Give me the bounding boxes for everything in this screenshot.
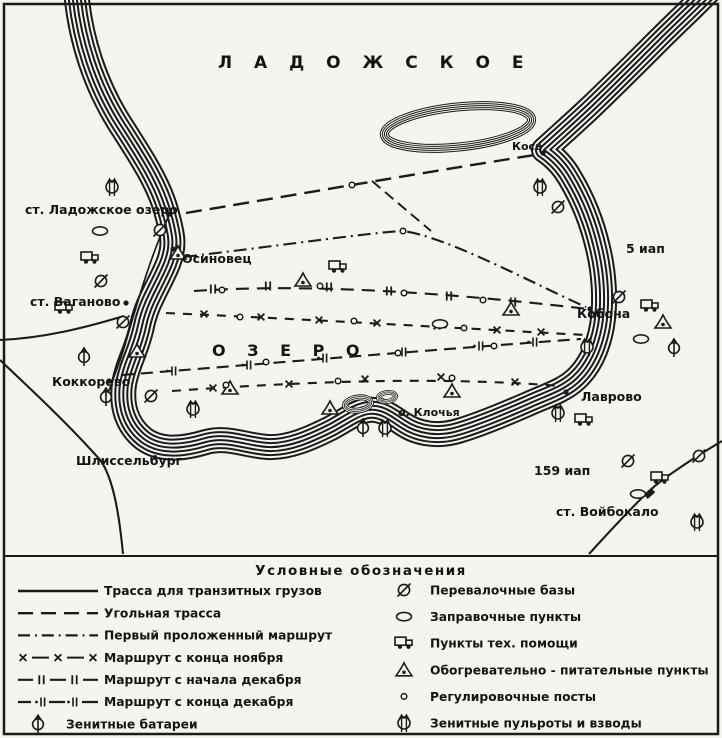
- legend: Условные обозначения Трасса для транзитн…: [4, 555, 718, 735]
- label-iap159: 159 иап: [534, 463, 590, 478]
- transit-road-west: [0, 314, 125, 342]
- place-label-st-voibokalo: ст. Войбокало: [556, 504, 659, 519]
- legend-label-dash: Угольная трасса: [104, 606, 221, 620]
- lake-name-bottom: О З Е Р О: [212, 341, 368, 360]
- traffic-post-icon: [400, 289, 408, 297]
- legend-label-post: Регулировочные посты: [430, 690, 596, 704]
- legend-label-x: Маршрут с конца ноября: [104, 651, 283, 665]
- traffic-post-icon: [490, 342, 498, 350]
- traffic-post-icon: [400, 692, 408, 700]
- settlement-dot: [563, 389, 569, 395]
- place-label-osinovets: Осиновец: [182, 251, 252, 266]
- legend-label-tent: Обогревательно - питательные пункты: [430, 663, 709, 677]
- legend-label-tt: Маршрут с начала декабря: [104, 673, 302, 687]
- label-iap5: 5 иап: [626, 241, 665, 256]
- route-coal-branch: [371, 180, 432, 232]
- refueling-point-icon: [632, 333, 650, 345]
- settlement-dot: [170, 246, 176, 252]
- legend-label-dt: Маршрут с конца декабря: [104, 695, 293, 709]
- legend-label-truck: Пункты тех. помощи: [430, 637, 578, 651]
- place-label-kobona: Кобона: [577, 306, 630, 321]
- traffic-post-icon: [262, 358, 270, 366]
- traffic-post-icon: [316, 282, 324, 290]
- legend-label-dashdot: Первый проложенный маршрут: [104, 629, 333, 643]
- map-labels: Л А Д О Ж С К О Е О З Е Р О ст. Ладожско…: [25, 53, 665, 519]
- place-label-kokkorevo: Коккорево: [52, 374, 131, 389]
- traffic-post-icon: [350, 317, 358, 325]
- railway-shore-west: [105, 212, 171, 401]
- route-late-november: [165, 311, 586, 337]
- traffic-post-icon: [448, 374, 456, 382]
- place-label-lavrovo: Лаврово: [581, 389, 642, 404]
- legend-label-aamg: Зенитные пульроты и взводы: [430, 717, 642, 731]
- refueling-point-icon: [395, 611, 413, 622]
- settlement-dot: [123, 300, 129, 306]
- refueling-point-icon: [629, 488, 647, 500]
- legend-label-solid: Трасса для транзитных грузов: [104, 584, 322, 598]
- refueling-point-icon: [91, 226, 109, 236]
- place-label-st-ladozhskoe-ozero: ст. Ладожское озеро: [25, 202, 178, 217]
- route-late-december: [121, 337, 582, 377]
- place-label-st-vaganovo: ст. Ваганово: [30, 294, 121, 309]
- traffic-post-icon: [460, 324, 468, 332]
- traffic-post-icon: [218, 286, 226, 294]
- place-label-kosa: Коса: [512, 140, 543, 153]
- traffic-post-icon: [479, 296, 487, 304]
- transit-road-neva: [0, 359, 125, 555]
- place-label-klochya: о. Клочья: [398, 406, 460, 419]
- legend-label-fuel: Заправочные пункты: [430, 610, 581, 624]
- traffic-post-icon: [348, 181, 356, 189]
- route-coal: [185, 152, 542, 215]
- traffic-post-icon: [394, 349, 402, 357]
- legend-label-aabat: Зенитные батареи: [66, 717, 198, 731]
- route-late-november-south: [171, 379, 562, 393]
- traffic-post-icon: [399, 227, 407, 235]
- legend-label-base: Перевалочные базы: [430, 584, 575, 598]
- traffic-post-icon: [222, 381, 230, 389]
- route-early-december: [193, 287, 589, 311]
- traffic-post-icon: [236, 313, 244, 321]
- refueling-point-icon: [431, 318, 449, 330]
- place-label-shlisselburg: Шлиссельбург: [76, 453, 183, 468]
- lake-name-top: Л А Д О Ж С К О Е: [218, 53, 531, 73]
- legend-title: Условные обозначения: [255, 563, 467, 579]
- traffic-post-icon: [334, 377, 342, 385]
